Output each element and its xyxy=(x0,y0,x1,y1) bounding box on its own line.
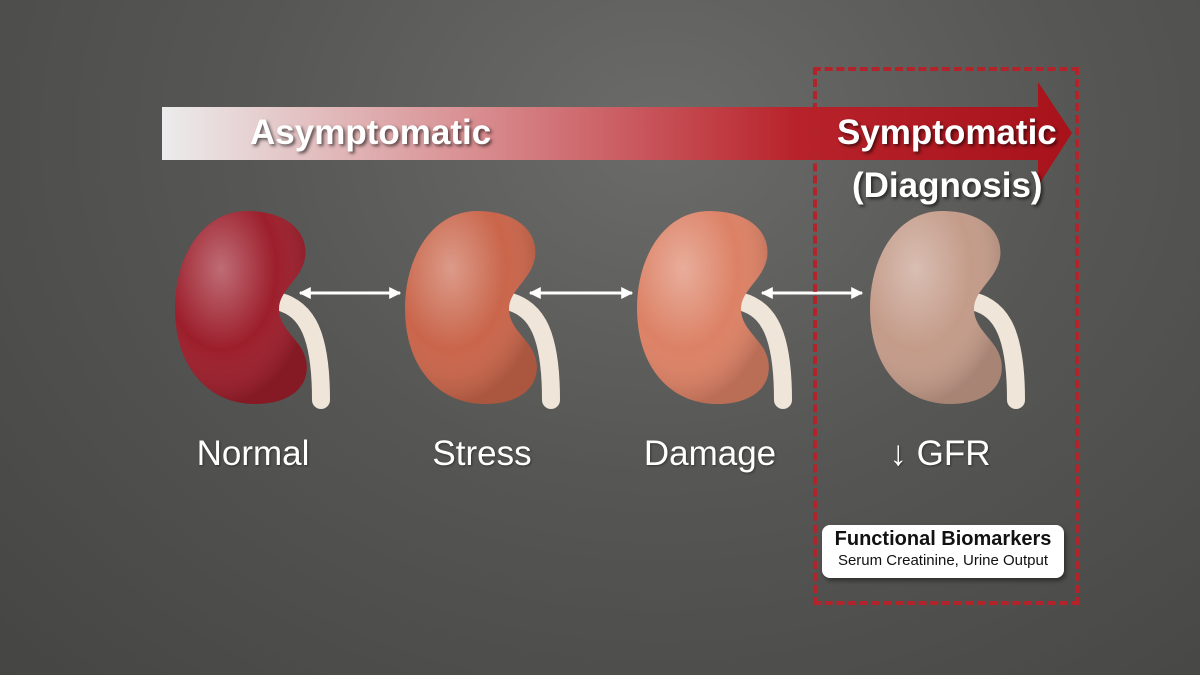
biomarkers-title: Functional Biomarkers xyxy=(834,528,1052,550)
stage-label-normal: Normal xyxy=(196,434,310,473)
stage-label-stress: Stress xyxy=(432,434,532,473)
kidney-damage-icon xyxy=(637,211,792,409)
symptomatic-label: Symptomatic xyxy=(837,113,1057,152)
functional-biomarkers-box: Functional Biomarkers Serum Creatinine, … xyxy=(822,525,1064,578)
symptomatic-region xyxy=(813,67,1079,605)
progression-arrow xyxy=(162,82,1072,186)
stage-label-gfr: ↓ GFR xyxy=(889,434,991,473)
kidney-gfr-icon xyxy=(870,211,1025,409)
diagnosis-label: (Diagnosis) xyxy=(852,166,1043,205)
stage-label-damage: Damage xyxy=(643,434,777,473)
kidney-normal-icon xyxy=(175,211,330,409)
kidney-stress-icon xyxy=(405,211,560,409)
asymptomatic-label: Asymptomatic xyxy=(250,113,492,152)
biomarkers-subtitle: Serum Creatinine, Urine Output xyxy=(837,552,1049,569)
